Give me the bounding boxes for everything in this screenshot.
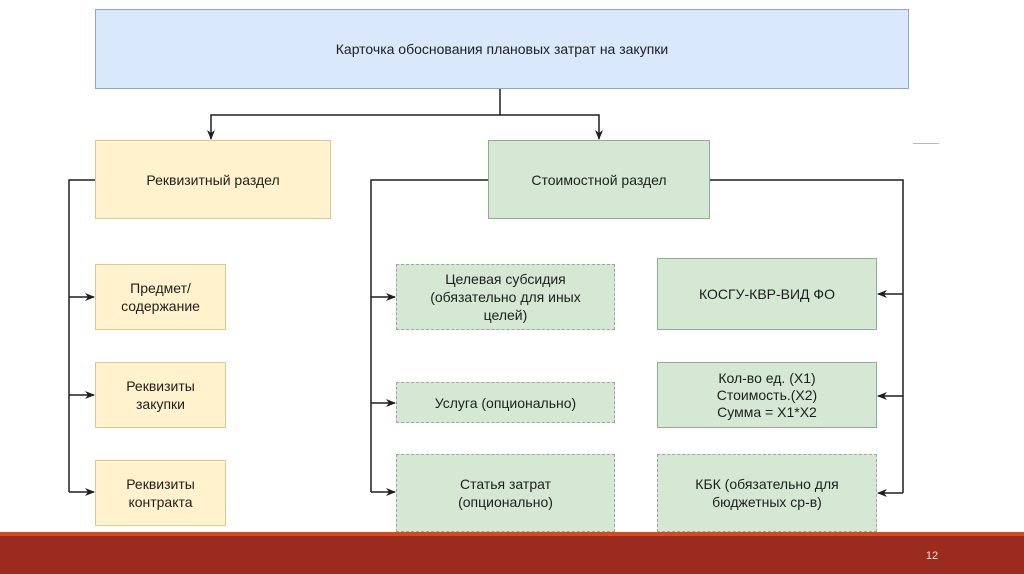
cost-section-label: Стоимостной раздел (531, 171, 667, 188)
node-cost-article: Статья затрат (опционально) (396, 454, 615, 532)
root-node-label: Карточка обоснования плановых затрат на … (335, 41, 669, 57)
edge-cost-right-bus (710, 179, 904, 493)
requisite-section-label: Реквизитный раздел (146, 171, 280, 188)
node-target-subsidy-label: Целевая субсидия (обязательно для иных ц… (430, 271, 581, 323)
cost-section-node: Стоимостной раздел (488, 140, 710, 219)
edge-root-to-cost (500, 114, 603, 140)
node-kosgu-label: КОСГУ-КВР-ВИД ФО (699, 286, 835, 302)
page-number: 12 (925, 550, 939, 562)
node-service: Услуга (опционально) (396, 382, 615, 423)
node-contract-requisites: Реквизиты контракта (95, 460, 226, 526)
edge-cost-left-bus (370, 179, 488, 492)
edge-root-to-requisite (207, 114, 500, 140)
node-quantity-cost-label: Кол-во ед. (Х1) Стоимость.(Х2) Сумма = Х… (716, 369, 818, 420)
node-kbk: КБК (обязательно для бюджетных ср-в) (657, 454, 877, 532)
footer-accent-line (0, 532, 1024, 536)
node-contract-requisites-label: Реквизиты контракта (126, 476, 195, 510)
node-cost-article-label: Статья затрат (опционально) (458, 476, 553, 510)
node-kosgu: КОСГУ-КВР-ВИД ФО (657, 258, 877, 330)
root-node: Карточка обоснования плановых затрат на … (95, 9, 909, 89)
node-purchase-requisites: Реквизиты закупки (95, 362, 226, 428)
node-quantity-cost: Кол-во ед. (Х1) Стоимость.(Х2) Сумма = Х… (657, 362, 877, 428)
requisite-section-node: Реквизитный раздел (95, 140, 331, 219)
node-service-label: Услуга (опционально) (434, 394, 577, 411)
node-kbk-label: КБК (обязательно для бюджетных ср-в) (695, 476, 839, 510)
node-subject: Предмет/ содержание (95, 264, 226, 330)
slide-footer (0, 536, 1024, 574)
node-subject-label: Предмет/ содержание (121, 280, 200, 314)
edge-requisite-bus (68, 179, 95, 492)
node-target-subsidy: Целевая субсидия (обязательно для иных ц… (396, 264, 615, 330)
decorative-line (913, 143, 939, 144)
node-purchase-requisites-label: Реквизиты закупки (126, 378, 195, 412)
